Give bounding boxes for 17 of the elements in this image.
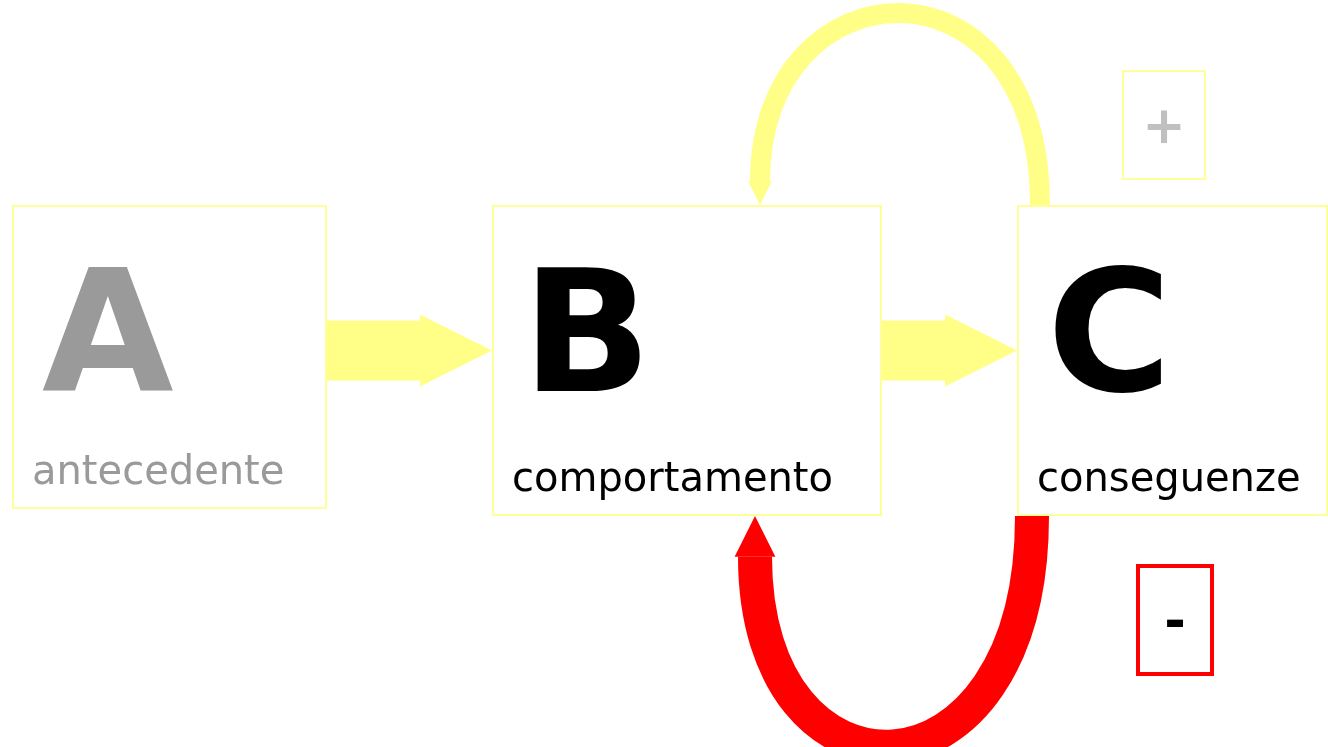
arrow [734, 514, 1049, 747]
sign-box [1136, 564, 1214, 676]
sign-label: - [1164, 594, 1186, 646]
letter-heading: A [42, 247, 174, 417]
arrow [748, 3, 1050, 206]
node-label: conseguenze [1036, 454, 1301, 500]
letter-heading: C [1047, 247, 1172, 417]
process-box [1017, 205, 1328, 516]
sign-label: + [1142, 99, 1186, 151]
sign-box [1122, 70, 1206, 180]
node-label: antecedente [31, 447, 285, 493]
node-label: comportamento [511, 454, 833, 500]
arrow [327, 314, 492, 387]
arrow [882, 314, 1017, 387]
letter-heading: B [522, 247, 652, 417]
process-box [492, 205, 882, 516]
process-box [12, 205, 327, 509]
